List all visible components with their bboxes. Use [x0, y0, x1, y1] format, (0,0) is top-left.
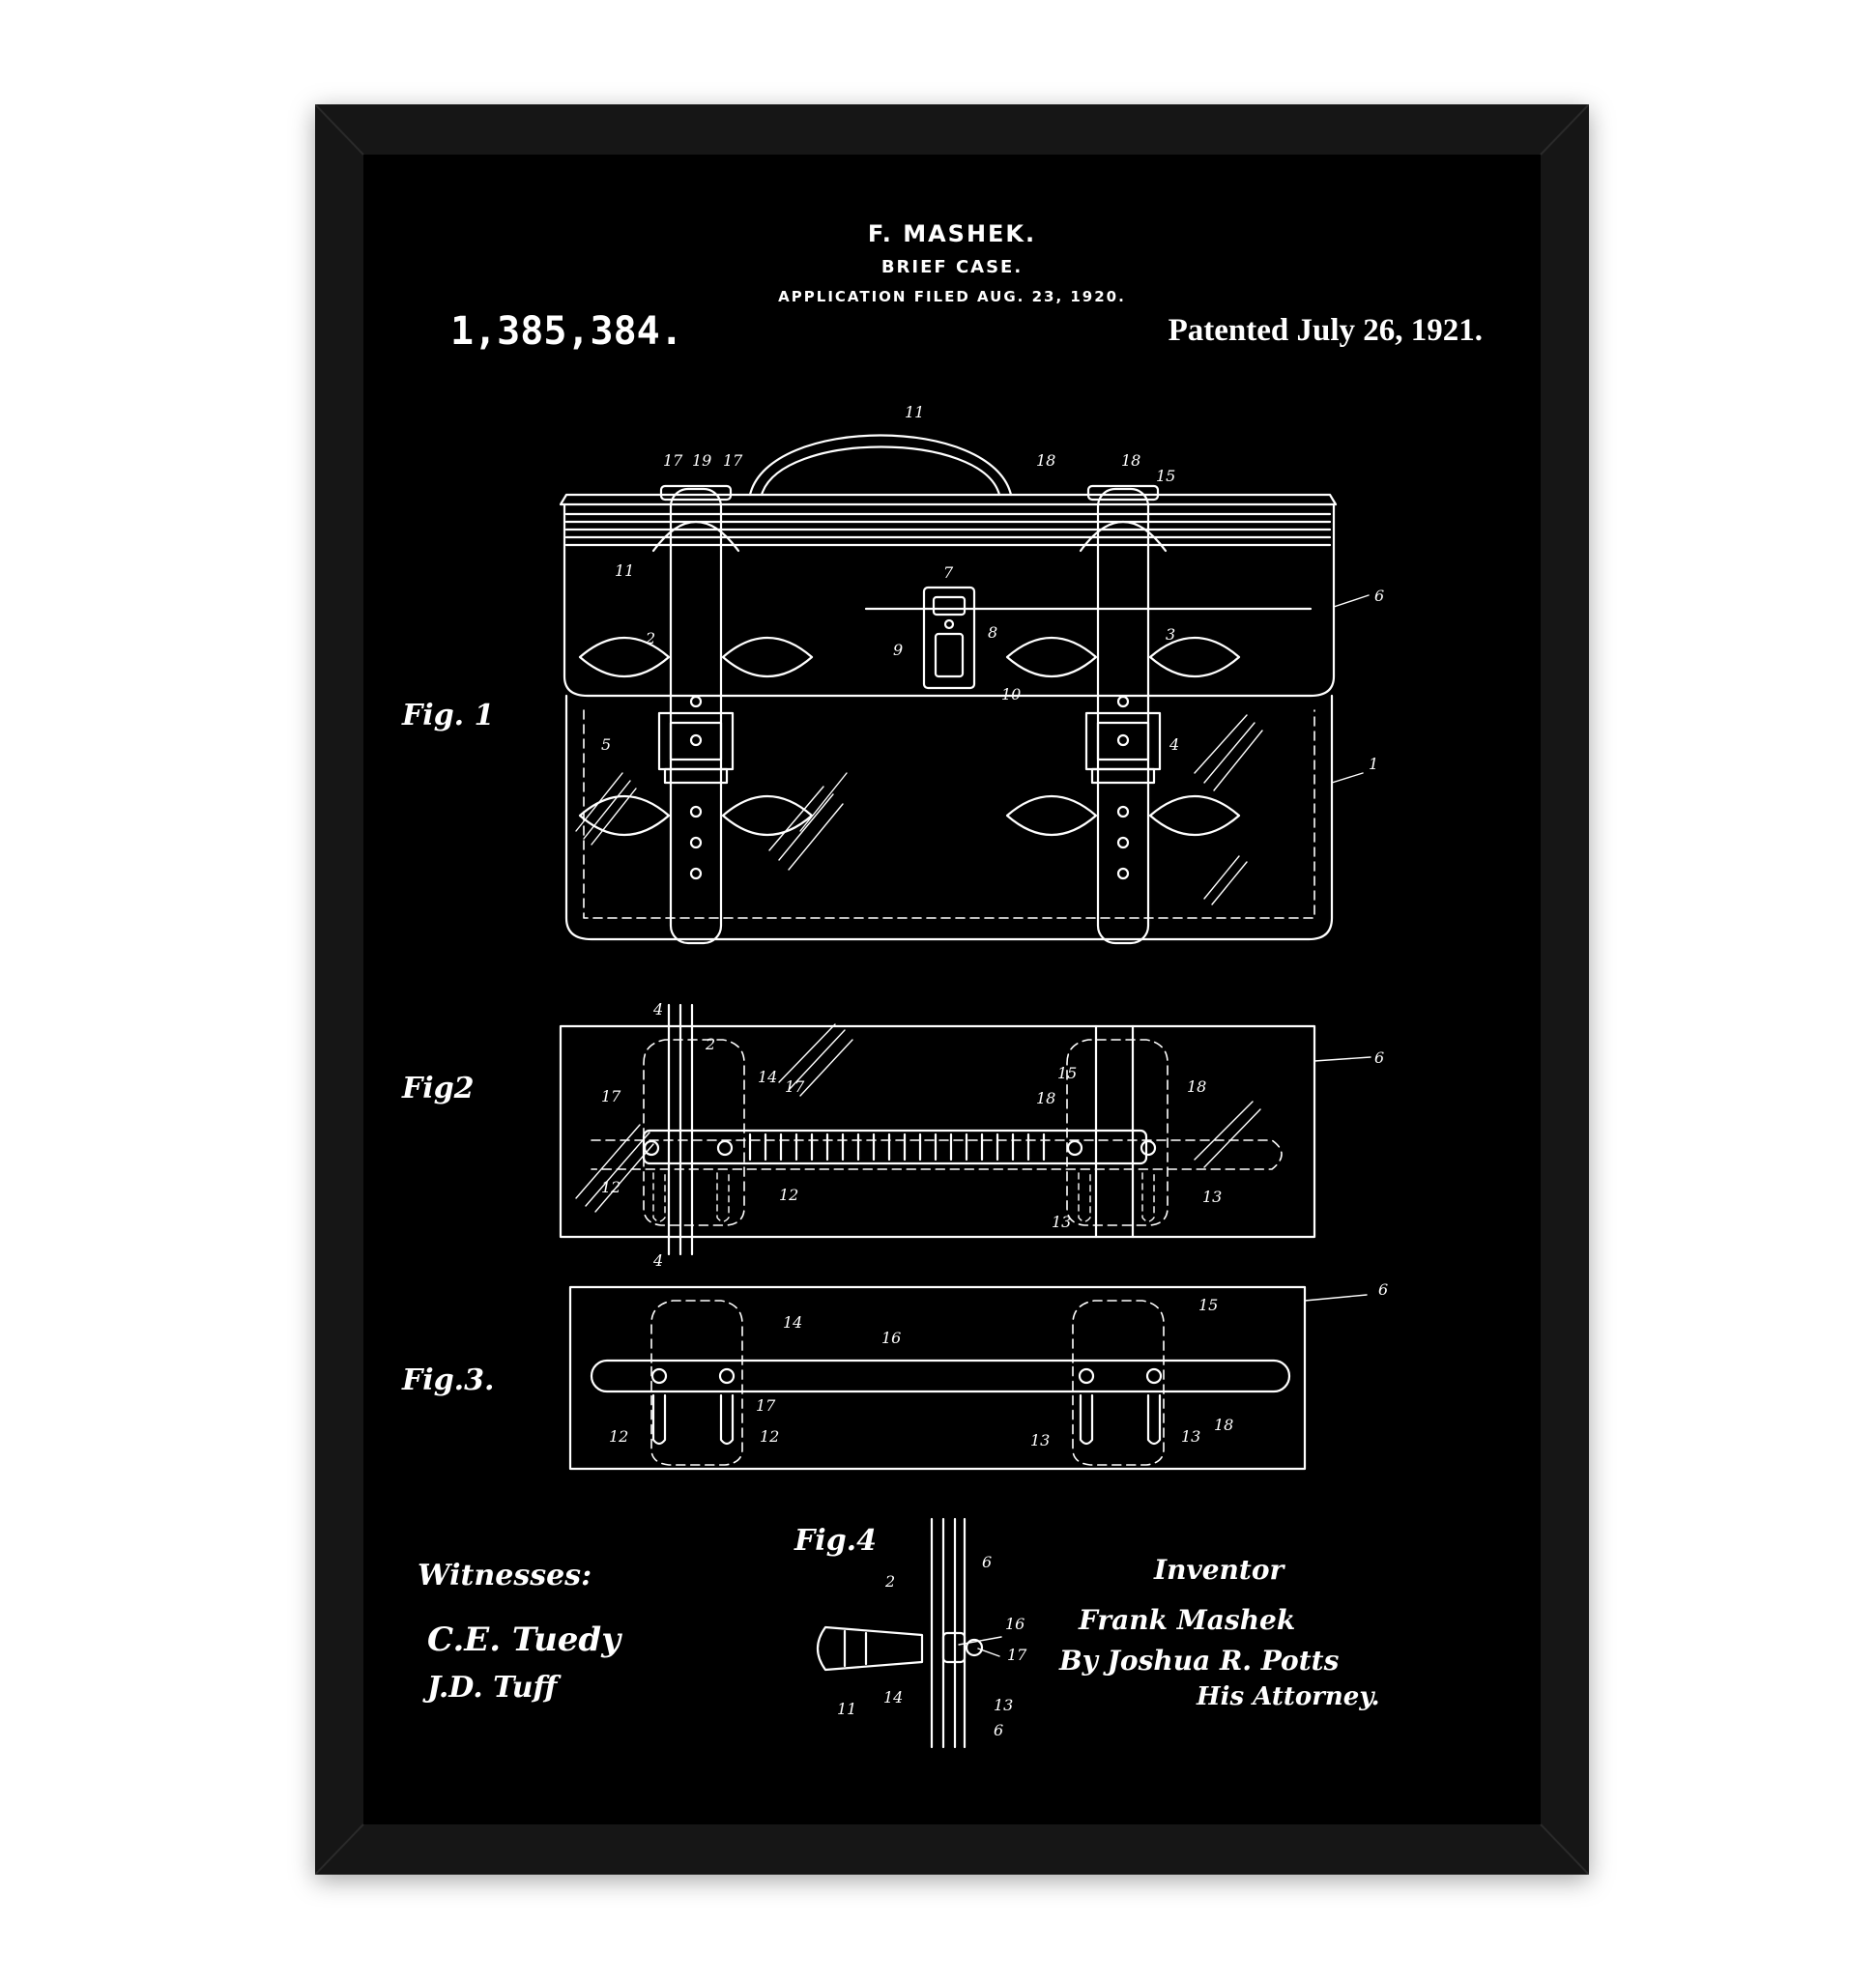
fig2-label: Fig2: [401, 1072, 475, 1105]
witness-1-signature: C.E. Tuedy: [427, 1620, 622, 1659]
fig1-label: Fig. 1: [401, 699, 494, 732]
ref-17-fig4: 17: [1007, 1646, 1027, 1664]
ref-17-fig2-b: 17: [601, 1087, 621, 1105]
ref-6-fig2: 6: [1374, 1048, 1384, 1067]
ref-12-fig3-b: 12: [760, 1427, 779, 1446]
ref-18-fig2-a: 18: [1036, 1089, 1055, 1107]
ref-16-fig3: 16: [881, 1329, 901, 1347]
inventor-label: Inventor: [1153, 1554, 1286, 1586]
ref-17-fig1-a: 17: [663, 451, 683, 470]
ref-6-fig1: 6: [1374, 587, 1384, 605]
ref-6-fig4-bottom: 6: [994, 1721, 1003, 1739]
ref-4-fig2-bottom: 4: [652, 1251, 663, 1270]
fig4-label: Fig.4: [794, 1524, 877, 1558]
ref-5-fig1: 5: [601, 735, 611, 754]
ref-13-fig4: 13: [994, 1696, 1013, 1714]
ref-18-fig1-b: 18: [1121, 451, 1140, 470]
ref-14-fig4: 14: [883, 1688, 903, 1707]
ref-9-fig1: 9: [893, 641, 903, 659]
ref-17-fig1-b: 17: [723, 451, 743, 470]
ref-12-fig3-a: 12: [609, 1427, 628, 1446]
ref-11-fig4: 11: [837, 1700, 856, 1718]
ref-6-fig3: 6: [1378, 1280, 1388, 1299]
patent-drawing: Fig. 1 Fig2 Fig.3. Fig.4 11 17 19 17 18 …: [363, 155, 1541, 1824]
ref-16-fig4: 16: [1005, 1615, 1025, 1633]
ref-2-fig2: 2: [705, 1035, 715, 1053]
ref-15-fig2: 15: [1057, 1064, 1077, 1082]
ref-7-fig1: 7: [943, 563, 954, 582]
ref-13-fig2-b: 13: [1202, 1188, 1222, 1206]
ref-11-fig1-b: 11: [615, 561, 634, 580]
inventor-signature: Frank Mashek: [1078, 1604, 1295, 1636]
ref-18-fig1-a: 18: [1036, 451, 1055, 470]
ref-18-fig2-b: 18: [1187, 1077, 1206, 1096]
ref-2-fig4: 2: [884, 1572, 895, 1591]
ref-4-fig2-top: 4: [652, 1000, 663, 1018]
ref-12-fig2-a: 12: [601, 1178, 621, 1196]
patent-poster: F. MASHEK. BRIEF CASE. APPLICATION FILED…: [363, 155, 1541, 1824]
ref-14-fig2: 14: [758, 1068, 777, 1086]
ref-14-fig3: 14: [783, 1313, 802, 1332]
fig3-label: Fig.3.: [401, 1363, 494, 1397]
ref-17-fig2-a: 17: [785, 1077, 805, 1096]
fig1-briefcase: [561, 436, 1336, 944]
ref-3-fig1: 3: [1166, 625, 1175, 644]
ref-19-fig1: 19: [692, 451, 711, 470]
ref-6-fig4-top: 6: [982, 1553, 992, 1571]
ref-15-fig3: 15: [1198, 1296, 1218, 1314]
ref-13-fig2-a: 13: [1052, 1213, 1071, 1231]
ref-17-fig3: 17: [756, 1396, 776, 1415]
ref-13-fig3-b: 13: [1181, 1427, 1200, 1446]
ref-12-fig2-b: 12: [779, 1186, 798, 1204]
reference-numerals: 11 17 19 17 18 18 15 11 2 3 6 7 8 9 10 5…: [601, 403, 1388, 1739]
ref-13-fig3-a: 13: [1030, 1431, 1050, 1449]
attorney-label: His Attorney.: [1196, 1682, 1380, 1711]
ref-2-fig1: 2: [645, 629, 655, 647]
attorney-signature: By Joshua R. Potts: [1058, 1645, 1340, 1677]
witnesses-label: Witnesses:: [418, 1559, 592, 1592]
witness-2-signature: J.D. Tuff: [422, 1671, 563, 1705]
ref-4-fig1: 4: [1169, 735, 1179, 754]
ref-8-fig1: 8: [988, 623, 997, 642]
ref-18-fig3: 18: [1214, 1416, 1233, 1434]
ref-11-fig1: 11: [905, 403, 924, 421]
fig2-top-view: [561, 1005, 1314, 1254]
ref-1-fig1: 1: [1369, 755, 1378, 773]
ref-15-fig1: 15: [1156, 467, 1175, 485]
ref-10-fig1: 10: [1001, 685, 1021, 703]
